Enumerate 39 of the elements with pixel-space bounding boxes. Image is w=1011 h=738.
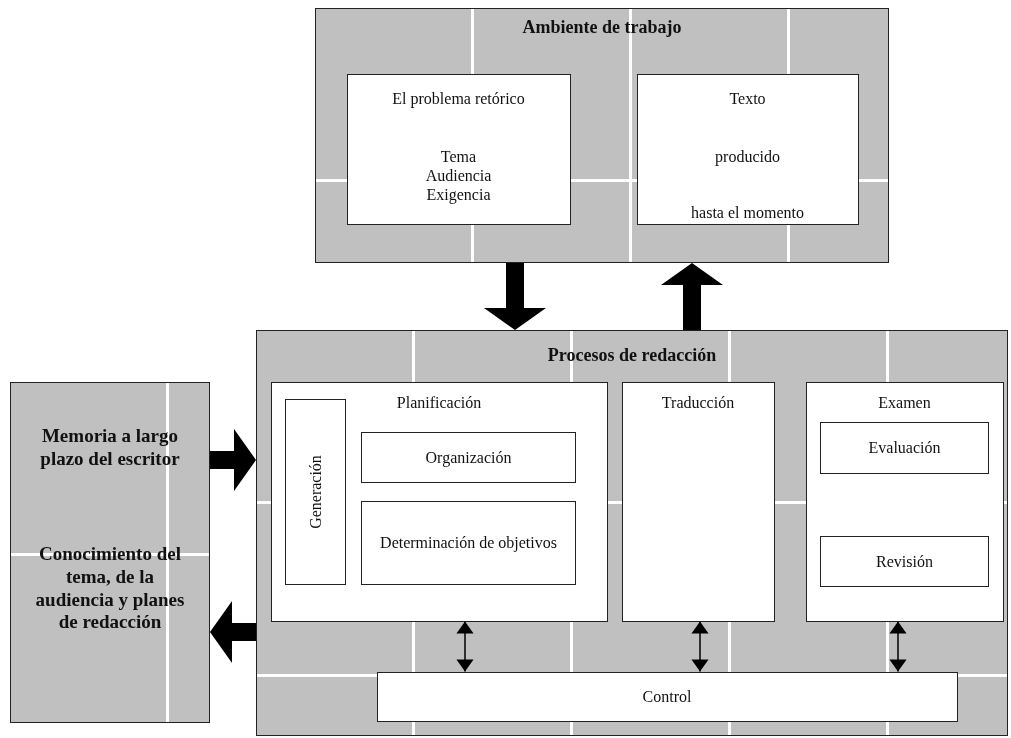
process-box xyxy=(376,671,958,722)
box-label: hasta el momento xyxy=(690,202,805,222)
double-arrow xyxy=(691,620,709,673)
block-arrow xyxy=(210,429,256,491)
process-box xyxy=(270,381,608,622)
box-label: El problema retórico xyxy=(391,88,526,108)
box-label: Texto xyxy=(728,88,767,108)
double-arrow xyxy=(889,620,907,673)
block-arrow xyxy=(484,263,546,330)
box-label: Revisión xyxy=(875,551,934,572)
box-label: Determinación de objetivos xyxy=(379,533,558,553)
box-label: Control xyxy=(641,686,693,707)
process-box xyxy=(820,536,989,587)
panel-heading: Procesos de redacción xyxy=(546,345,718,367)
box-label: Conocimiento del tema, de la audiencia y planes de redacción xyxy=(34,543,186,635)
box-label: Planificación xyxy=(395,392,483,412)
box-label: producido xyxy=(714,146,781,166)
box-label: Traducción xyxy=(660,392,736,412)
process-box xyxy=(361,501,576,585)
box-label: Examen xyxy=(877,392,932,412)
process-box xyxy=(636,73,859,225)
panel-heading: Ambiente de trabajo xyxy=(521,17,683,39)
box-label: Tema Audiencia Exigencia xyxy=(424,146,493,205)
process-box xyxy=(361,432,576,483)
block-arrow xyxy=(210,601,256,663)
process-box xyxy=(805,381,1004,622)
block-arrow xyxy=(661,263,723,330)
box-label: Generación xyxy=(305,455,325,529)
process-box xyxy=(285,399,346,585)
writing-process-panel xyxy=(256,330,1008,736)
process-box xyxy=(621,381,775,622)
process-box xyxy=(346,73,571,225)
work-environment-panel xyxy=(315,8,889,263)
box-label: Memoria a largo plazo del escritor xyxy=(39,425,181,471)
memory-panel xyxy=(10,382,210,723)
box-label: Evaluación xyxy=(867,438,942,458)
process-box xyxy=(820,422,989,474)
double-arrow xyxy=(456,620,474,673)
box-label: Organización xyxy=(424,447,513,468)
